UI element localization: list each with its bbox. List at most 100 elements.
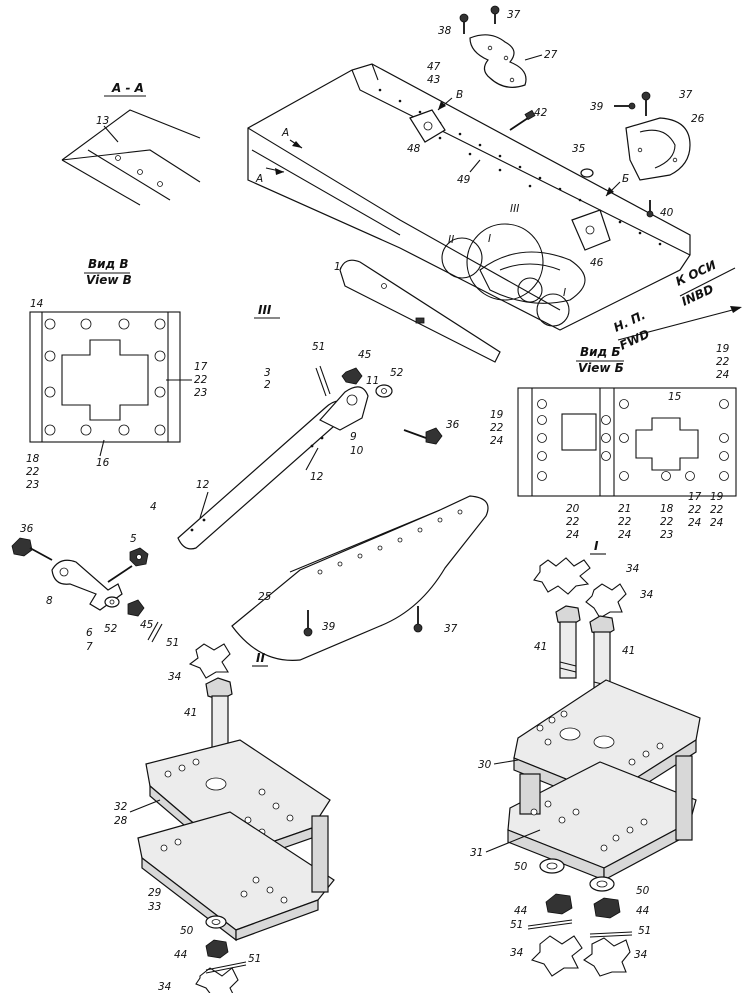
label-19-c: 19 (710, 491, 724, 503)
label-32: 32 (114, 801, 128, 813)
label-33: 33 (148, 901, 161, 913)
label-24-d: 24 (618, 529, 631, 541)
bolt-41-a: 41 (534, 605, 581, 679)
label-1: 1 (334, 261, 341, 273)
label-44-c: 44 (174, 949, 187, 961)
web-25: 25 39 37 (231, 495, 489, 661)
label-12: 12 (196, 479, 210, 491)
detail-i: I 34 34 41 41 30 (470, 539, 701, 977)
label-22-b: 22 (26, 466, 40, 478)
label-51-c: 51 (510, 919, 523, 931)
label-37-b: 37 (679, 89, 693, 101)
label-22-f: 22 (618, 516, 632, 528)
label-22-h: 22 (688, 504, 702, 516)
bracket-26: 26 39 37 40 (590, 89, 705, 219)
circle-label-i: I (488, 233, 491, 245)
label-16: 16 (96, 457, 110, 469)
label-19: 19 (716, 343, 730, 355)
label-8: 8 (46, 595, 53, 607)
label-5: 5 (130, 533, 137, 545)
label-51-e: 51 (248, 953, 261, 965)
label-22-e: 22 (566, 516, 580, 528)
label-28: 28 (114, 815, 128, 827)
label-25: 25 (258, 591, 272, 603)
view-b-en: View B (86, 273, 132, 287)
label-24-e: 24 (688, 517, 701, 529)
label-13: 13 (96, 115, 109, 127)
label-31: 31 (470, 847, 483, 859)
view-b: Вид В View B 14 17 22 23 18 22 23 16 (26, 257, 208, 491)
label-36: 36 (446, 419, 460, 431)
label-18: 18 (26, 453, 40, 465)
label-49: 49 (457, 174, 471, 186)
label-48: 48 (407, 143, 421, 155)
label-27: 27 (544, 49, 558, 61)
detail-ii: II 34 41 32 28 (114, 643, 335, 993)
label-24: 24 (716, 369, 729, 381)
label-36-b: 36 (20, 523, 34, 535)
label-45-b: 45 (140, 619, 154, 631)
section-aa: A - A 13 (61, 81, 201, 206)
label-17: 17 (194, 361, 208, 373)
label-6: 6 (86, 627, 93, 639)
label-50-c: 50 (180, 925, 194, 937)
label-39: 39 (590, 101, 604, 113)
label-52: 52 (390, 367, 404, 379)
label-7: 7 (86, 641, 93, 653)
label-22-c: 22 (716, 356, 730, 368)
washer-35: 35 (572, 143, 594, 178)
label-34-c: 34 (510, 947, 523, 959)
label-51-b: 51 (166, 637, 179, 649)
label-40: 40 (660, 207, 674, 219)
arrow-label-a-2: A (255, 173, 263, 185)
label-19-b: 19 (490, 409, 504, 421)
strip-1 (339, 259, 501, 363)
label-18-b: 18 (660, 503, 674, 515)
label-17-b: 17 (688, 491, 702, 503)
label-2: 2 (264, 379, 271, 391)
section-aa-title: A - A (111, 81, 144, 95)
web-holes (317, 509, 463, 575)
view-v: Вид Б View Б 15 19 22 24 19 22 24 20 22 … (490, 343, 737, 541)
label-50-b: 50 (636, 885, 650, 897)
arrow-label-a: A (281, 127, 289, 139)
label-22-g: 22 (660, 516, 674, 528)
label-24-c: 24 (566, 529, 579, 541)
label-51-d: 51 (638, 925, 651, 937)
label-44-b: 44 (636, 905, 649, 917)
label-46: 46 (590, 257, 604, 269)
label-12-b: 12 (310, 471, 324, 483)
label-22: 22 (194, 374, 208, 386)
label-4: 4 (150, 501, 157, 513)
label-24-b: 24 (490, 435, 503, 447)
label-50: 50 (514, 861, 528, 873)
label-37: 37 (507, 9, 521, 21)
view-v-en: View Б (578, 361, 624, 375)
label-14: 14 (30, 298, 43, 310)
label-34-d: 34 (634, 949, 647, 961)
detail-iii: III 3 2 4 12 12 11 9 10 51 45 52 36 (150, 303, 460, 550)
detail-iii-title: III (258, 303, 272, 317)
label-24-f: 24 (710, 517, 723, 529)
label-15: 15 (668, 391, 682, 403)
label-11: 11 (366, 375, 379, 387)
label-42: 42 (534, 107, 548, 119)
view-v-ru: Вид Б (580, 345, 621, 359)
label-23: 23 (194, 387, 207, 399)
label-39-b: 39 (322, 621, 336, 633)
main-fairing-panel: II III I I A A В Б 47 43 48 49 46 1 (247, 61, 691, 331)
detail-i-title: I (594, 539, 599, 553)
screw-42: 42 (509, 107, 548, 131)
label-41: 41 (534, 641, 547, 653)
bracket-27: 27 38 37 (438, 5, 558, 88)
label-37-c: 37 (444, 623, 458, 635)
label-34-b: 34 (640, 589, 653, 601)
detail-ii-title: II (256, 651, 265, 665)
label-34-e: 34 (168, 671, 181, 683)
label-43: 43 (427, 74, 440, 86)
label-35: 35 (572, 143, 586, 155)
arrow-label-b: Б (622, 173, 629, 185)
arrow-label-v: В (456, 89, 463, 101)
label-10: 10 (350, 445, 364, 457)
